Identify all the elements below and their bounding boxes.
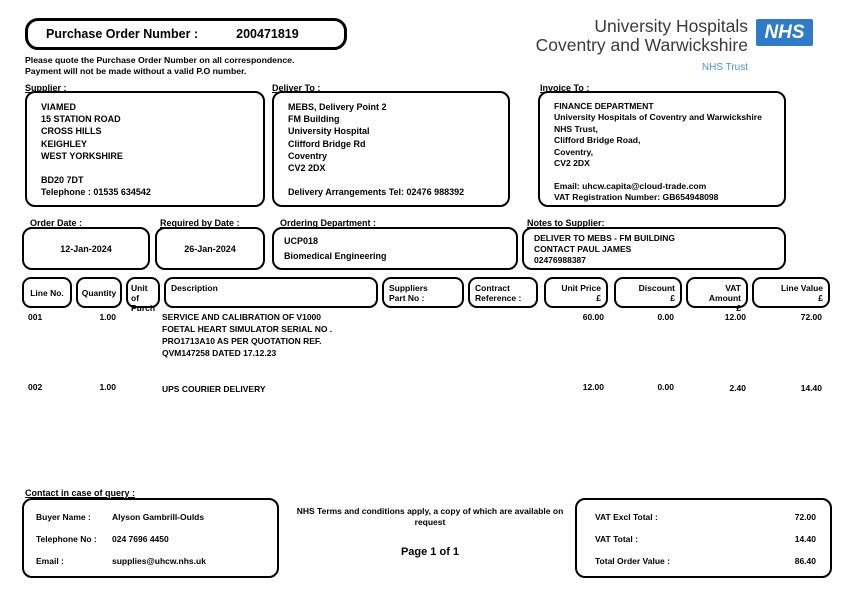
invoice-to-address-box: FINANCE DEPARTMENT University Hospitals … xyxy=(538,91,786,207)
total-order-value-label: Total Order Value : xyxy=(595,556,670,566)
notes-to-supplier-label: Notes to Supplier: xyxy=(527,218,605,228)
header-description: Description xyxy=(164,277,378,308)
header-line-value: Line Value £ xyxy=(752,277,830,308)
header-line-no: Line No. xyxy=(22,277,72,308)
po-note-line2: Payment will not be made without a valid… xyxy=(25,66,247,76)
org-name-line1: University Hospitals xyxy=(594,16,748,36)
header-unit-price: Unit Price £ xyxy=(544,277,608,308)
total-order-value: 86.40 xyxy=(794,556,816,566)
telephone-value: 024 7696 4450 xyxy=(112,534,169,544)
email-value: supplies@uhcw.nhs.uk xyxy=(112,556,206,566)
supplier-address-box: VIAMED 15 STATION ROAD CROSS HILLS KEIGH… xyxy=(25,91,265,207)
vat-excl-total-value: 72.00 xyxy=(794,512,816,522)
row2-quantity: 1.00 xyxy=(99,382,116,392)
totals-box: VAT Excl Total : 72.00 VAT Total : 14.40… xyxy=(575,498,832,578)
vat-total-value: 14.40 xyxy=(794,534,816,544)
row1-line-value: 72.00 xyxy=(800,312,822,322)
ordering-department-box: UCP018 Biomedical Engineering xyxy=(272,227,518,270)
row1-vat-amount: 12.00 xyxy=(724,312,746,322)
po-notes: Please quote the Purchase Order Number o… xyxy=(25,55,294,77)
order-date-label: Order Date : xyxy=(30,218,83,228)
row1-quantity: 1.00 xyxy=(99,312,116,322)
header-vat-amount: VAT Amount £ xyxy=(686,277,748,313)
header-unit-of-purch: Unit of Purch xyxy=(126,277,160,313)
header-quantity: Quantity xyxy=(76,277,122,308)
row1-discount: 0.00 xyxy=(657,312,674,322)
notes-to-supplier-box: DELIVER TO MEBS - FM BUILDING CONTACT PA… xyxy=(522,227,786,270)
po-number-value: 200471819 xyxy=(236,27,299,41)
row1-unit-price: 60.00 xyxy=(582,312,604,322)
po-number-label: Purchase Order Number : xyxy=(46,27,199,41)
contact-query-label: Contact in case of query : xyxy=(25,488,136,498)
po-number-box: Purchase Order Number : 200471819 xyxy=(25,18,347,50)
deliver-to-label: Deliver To : xyxy=(272,83,321,93)
header-contract-reference: Contract Reference : xyxy=(468,277,538,308)
header-suppliers-part-no: Suppliers Part No : xyxy=(382,277,464,308)
header-discount: Discount £ xyxy=(614,277,682,308)
required-by-label: Required by Date : xyxy=(160,218,240,228)
buyer-name-value: Alyson Gambrill-Oulds xyxy=(112,512,205,522)
ordering-department-label: Ordering Department : xyxy=(280,218,377,228)
order-date-box: 12-Jan-2024 xyxy=(22,227,150,270)
terms-text: NHS Terms and conditions apply, a copy o… xyxy=(296,506,564,527)
org-name-line2: Coventry and Warwickshire xyxy=(535,35,748,55)
vat-excl-total-label: VAT Excl Total : xyxy=(595,512,658,522)
row2-description: UPS COURIER DELIVERY xyxy=(162,384,266,394)
nhs-trust-label: NHS Trust xyxy=(701,62,748,73)
contact-box: Buyer Name : Alyson Gambrill-Oulds Telep… xyxy=(22,498,279,578)
row1-description: SERVICE AND CALIBRATION OF V1000 FOETAL … xyxy=(162,312,333,358)
buyer-name-label: Buyer Name : xyxy=(36,512,91,522)
email-label: Email : xyxy=(36,556,64,566)
telephone-label: Telephone No : xyxy=(36,534,97,544)
po-note-line1: Please quote the Purchase Order Number o… xyxy=(25,55,295,65)
invoice-to-label: Invoice To : xyxy=(540,83,590,93)
row2-discount: 0.00 xyxy=(657,382,674,392)
page-number: Page 1 of 1 xyxy=(400,546,460,558)
row1-line-no: 001 xyxy=(28,312,43,322)
row2-unit-price: 12.00 xyxy=(582,382,604,392)
vat-total-label: VAT Total : xyxy=(595,534,638,544)
row2-line-value: 14.40 xyxy=(800,383,822,393)
row2-line-no: 002 xyxy=(28,382,43,392)
nhs-logo-icon: NHS xyxy=(756,19,813,46)
supplier-label: Supplier : xyxy=(25,83,67,93)
deliver-to-address-box: MEBS, Delivery Point 2 FM Building Unive… xyxy=(272,91,510,207)
row2-vat-amount: 2.40 xyxy=(729,383,746,393)
required-by-box: 26-Jan-2024 xyxy=(155,227,265,270)
